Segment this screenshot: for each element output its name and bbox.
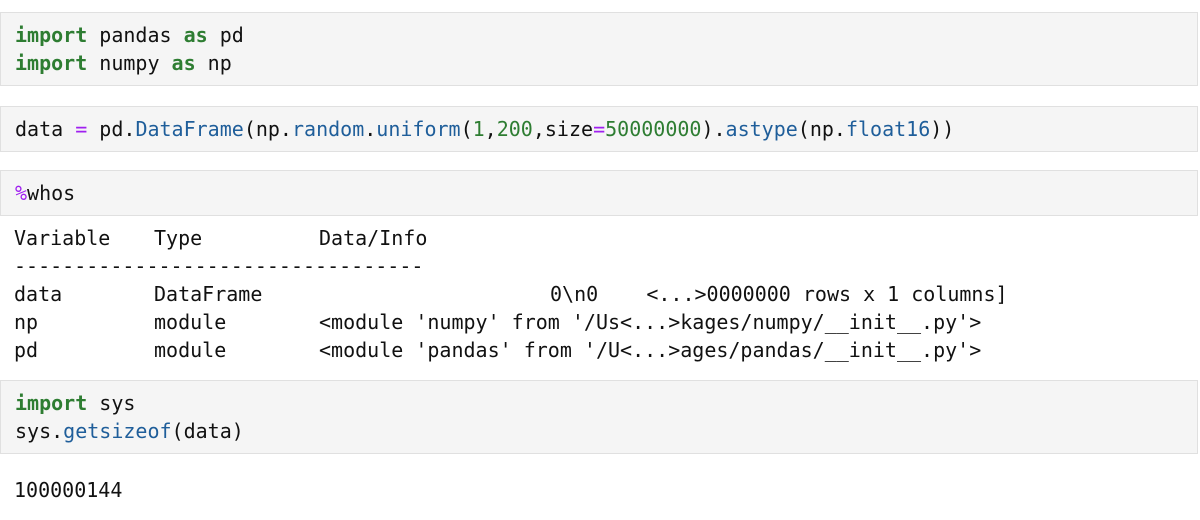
code-text: (np. bbox=[243, 117, 292, 141]
code-cell-4[interactable]: import sys sys.getsizeof(data) bbox=[0, 380, 1198, 454]
code-line: %whos bbox=[15, 179, 75, 207]
code-text: (data) bbox=[171, 419, 244, 443]
code-text: (np. bbox=[797, 117, 846, 141]
code-text: ). bbox=[701, 117, 726, 141]
keyword: import bbox=[15, 23, 88, 47]
keyword: import bbox=[15, 51, 88, 75]
keyword: import bbox=[15, 391, 88, 415]
function-name: getsizeof bbox=[63, 419, 172, 443]
table-cell-info: <module 'pandas' from '/U<...>ages/panda… bbox=[319, 338, 982, 362]
separator-line: ---------------------------------- bbox=[14, 254, 424, 278]
table-cell-variable: np bbox=[14, 310, 39, 334]
function-name: random bbox=[291, 117, 365, 141]
code-text: . bbox=[364, 117, 377, 141]
table-cell-variable: data bbox=[14, 282, 63, 306]
keyword: as bbox=[183, 23, 208, 47]
code-text: data bbox=[15, 117, 76, 141]
table-cell-type: DataFrame bbox=[154, 282, 263, 306]
column-header-type: Type bbox=[154, 226, 203, 250]
code-cell-3[interactable]: %whos bbox=[0, 170, 1198, 216]
code-line: import sys bbox=[15, 389, 135, 417]
code-text: pandas bbox=[87, 23, 184, 47]
operator: = bbox=[593, 117, 606, 141]
column-header-info: Data/Info bbox=[319, 226, 428, 250]
function-name: astype bbox=[725, 117, 798, 141]
code-text: pd bbox=[207, 23, 244, 47]
column-header-variable: Variable bbox=[14, 226, 111, 250]
function-name: DataFrame bbox=[135, 117, 244, 141]
code-text: , bbox=[484, 117, 497, 141]
code-text: ( bbox=[460, 117, 473, 141]
table-cell-info: 0\n0 <...>0000000 rows x 1 columns] bbox=[550, 282, 1008, 306]
magic-command: whos bbox=[27, 181, 76, 205]
number-literal: 1 bbox=[472, 117, 485, 141]
code-text: sys bbox=[87, 391, 136, 415]
code-line: import numpy as np bbox=[15, 49, 232, 77]
number-literal: 200 bbox=[496, 117, 533, 141]
table-cell-variable: pd bbox=[14, 338, 39, 362]
code-text: sys. bbox=[15, 419, 64, 443]
code-text: ,size bbox=[532, 117, 594, 141]
code-line: data = pd.DataFrame(np.random.uniform(1,… bbox=[15, 115, 954, 143]
cell-output: 100000144 bbox=[14, 478, 123, 502]
code-cell-2[interactable]: data = pd.DataFrame(np.random.uniform(1,… bbox=[0, 106, 1198, 152]
table-cell-type: module bbox=[154, 338, 227, 362]
operator: = bbox=[75, 117, 88, 141]
keyword: as bbox=[171, 51, 196, 75]
function-name: uniform bbox=[376, 117, 461, 141]
code-text: numpy bbox=[87, 51, 172, 75]
table-cell-type: module bbox=[154, 310, 227, 334]
function-name: float16 bbox=[845, 117, 931, 141]
code-line: import pandas as pd bbox=[15, 21, 244, 49]
number-literal: 50000000 bbox=[605, 117, 702, 141]
code-cell-1[interactable]: import pandas as pd import numpy as np bbox=[0, 12, 1198, 86]
code-line: sys.getsizeof(data) bbox=[15, 417, 244, 445]
code-text: )) bbox=[930, 117, 955, 141]
table-cell-info: <module 'numpy' from '/Us<...>kages/nump… bbox=[319, 310, 982, 334]
magic-prefix: % bbox=[15, 181, 28, 205]
code-text: np bbox=[195, 51, 232, 75]
code-text: pd. bbox=[87, 117, 136, 141]
